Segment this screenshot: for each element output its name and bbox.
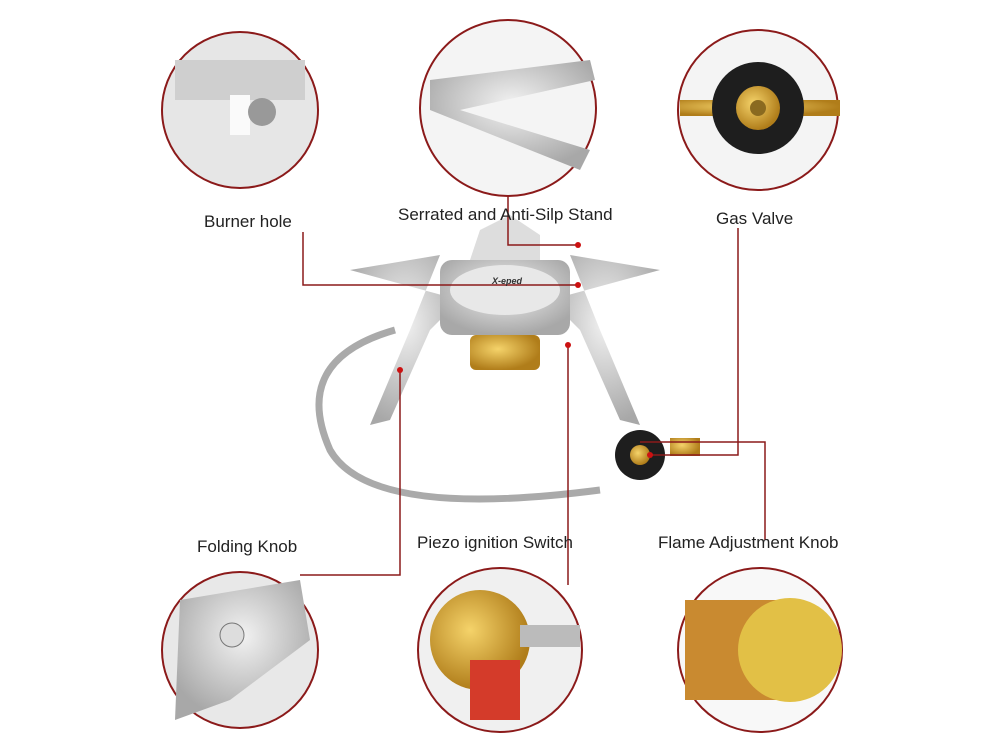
burner-hole-detail [161, 31, 319, 189]
label-stand: Serrated and Anti-Silp Stand [398, 205, 613, 224]
piezo-switch-detail [417, 567, 583, 733]
label-gas-valve: Gas Valve [716, 209, 794, 228]
label-piezo-switch: Piezo ignition Switch [417, 533, 573, 552]
label-burner-hole: Burner hole [204, 212, 292, 231]
flame-knob-detail [677, 567, 843, 733]
folding-knob-detail [161, 571, 319, 729]
stove-illustration [315, 215, 700, 503]
label-flame-knob: Flame Adjustment Knob [658, 533, 839, 552]
stand-detail [419, 19, 597, 197]
leader-lines [300, 196, 766, 585]
brand-logo: X-eped [492, 276, 523, 286]
label-folding-knob: Folding Knob [197, 537, 298, 556]
gas-valve-detail [677, 29, 840, 191]
leader-dots [397, 242, 653, 458]
